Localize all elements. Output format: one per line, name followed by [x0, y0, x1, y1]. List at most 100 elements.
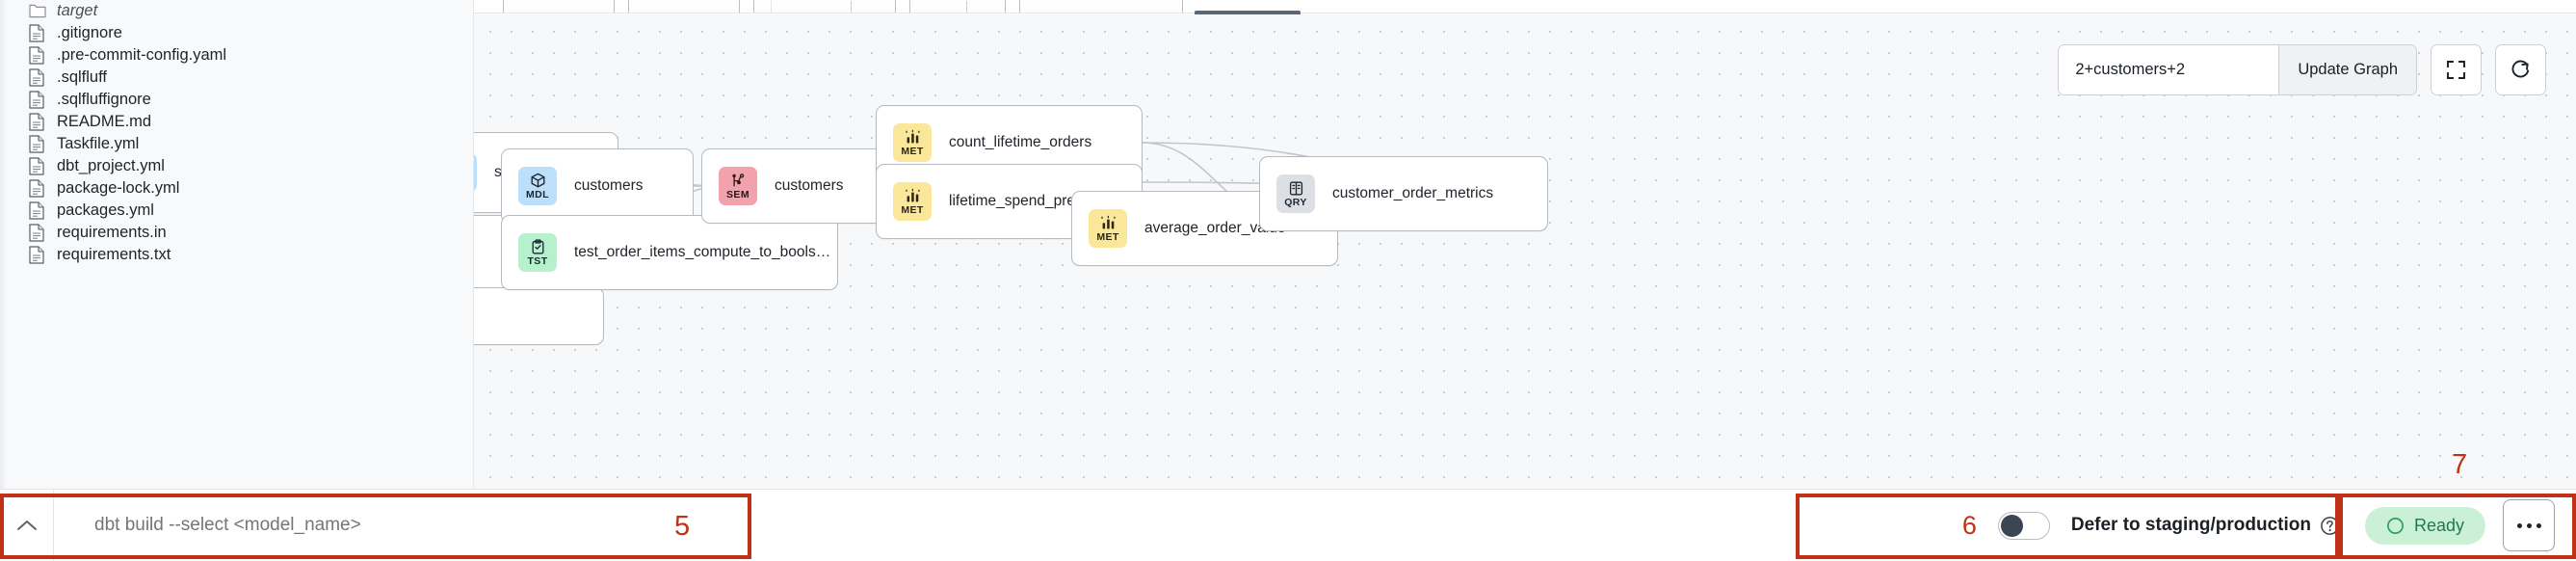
- file-icon: [29, 46, 50, 65]
- graph-node-label: lifetime_spend_pretax: [949, 193, 1095, 209]
- editor-tab[interactable]: [628, 0, 740, 13]
- file-icon: [29, 24, 44, 42]
- defer-control-group: 6 Defer to staging/production: [1941, 490, 2340, 561]
- file-tree-item-label: package-lock.yml: [57, 179, 180, 198]
- expand-terminal-button[interactable]: [0, 489, 54, 561]
- graph-node-label: customer_order_metrics: [1332, 185, 1494, 201]
- node-type-badge: MDL: [474, 153, 477, 192]
- file-tree-item[interactable]: Taskfile.yml: [0, 133, 473, 155]
- editor-tab[interactable]: [909, 0, 1006, 13]
- node-type-badge: MET: [893, 182, 932, 221]
- chart-icon: [905, 188, 919, 202]
- graph-node-label: customers: [574, 177, 644, 194]
- file-icon: [29, 135, 50, 153]
- file-tree-item[interactable]: .sqlfluff: [0, 67, 473, 89]
- file-tree-item[interactable]: requirements.in: [0, 222, 473, 244]
- file-explorer-panel: target .gitignore .pre-commit-config.yaml.…: [0, 0, 474, 489]
- file-icon: [29, 224, 44, 242]
- status-badge-label: Ready: [2413, 515, 2464, 535]
- file-icon: [29, 246, 44, 264]
- node-type-text: MET: [901, 145, 924, 157]
- node-type-text: SEM: [726, 188, 749, 200]
- file-icon: [29, 179, 44, 198]
- status-area: Ready: [2340, 490, 2576, 561]
- ellipsis-dot: [2536, 522, 2541, 528]
- file-tree-item-label: .gitignore: [57, 24, 122, 42]
- explorer-gutter: [0, 0, 7, 489]
- tab-strip-separator: [771, 0, 772, 13]
- file-tree-item[interactable]: package-lock.yml: [0, 177, 473, 200]
- graph-node[interactable]: QRY customer_order_metrics: [1259, 156, 1548, 231]
- file-tree-item[interactable]: target: [0, 0, 473, 22]
- refresh-button[interactable]: [2495, 44, 2546, 95]
- file-icon: [29, 157, 44, 175]
- file-icon: [29, 46, 44, 65]
- node-type-text: MET: [1096, 230, 1119, 243]
- more-options-button[interactable]: [2503, 499, 2555, 551]
- file-tree-item-label: requirements.txt: [57, 246, 171, 264]
- node-type-text: TST: [527, 254, 548, 267]
- annotation-number-6-inline: 6: [1961, 510, 1977, 540]
- graph-node-label: count_lifetime_orders: [949, 134, 1092, 150]
- file-icon: [29, 246, 50, 264]
- file-tree-item[interactable]: dbt_project.yml: [0, 155, 473, 177]
- graph-node[interactable]: [474, 287, 604, 345]
- node-type-text: MDL: [526, 188, 549, 200]
- circle-icon: [2387, 517, 2404, 534]
- file-tree-item[interactable]: packages.yml: [0, 200, 473, 222]
- chevron-up-icon: [16, 521, 37, 530]
- graph-canvas[interactable]: MDLstg_customersMDLordersMDLcustomersTST…: [474, 14, 2576, 489]
- file-tree-item[interactable]: .pre-commit-config.yaml: [0, 44, 473, 67]
- file-tree-item-label: .pre-commit-config.yaml: [57, 46, 227, 65]
- file-icon: [29, 91, 44, 109]
- graph-query-group: Update Graph: [2058, 44, 2417, 95]
- tab-close-divider: [966, 1, 967, 13]
- defer-label: Defer to staging/production: [2070, 515, 2311, 535]
- status-badge[interactable]: Ready: [2364, 506, 2485, 545]
- defer-help-button[interactable]: [2320, 516, 2340, 536]
- file-icon: [29, 224, 50, 242]
- file-icon: [29, 179, 50, 198]
- refresh-icon: [2511, 60, 2530, 78]
- file-icon: [29, 113, 44, 131]
- defer-toggle[interactable]: [1997, 511, 2050, 540]
- file-tree-item[interactable]: README.md: [0, 111, 473, 133]
- file-tree-item[interactable]: .gitignore: [0, 22, 473, 44]
- graph-query-input[interactable]: [2059, 45, 2279, 94]
- file-tree-item-label: dbt_project.yml: [57, 157, 165, 175]
- file-tree-item-label: README.md: [57, 113, 152, 131]
- node-type-badge: MET: [893, 123, 932, 162]
- lineage-graph-panel: MDLstg_customersMDLordersMDLcustomersTST…: [474, 0, 2576, 489]
- defer-toggle-knob: [2000, 514, 2023, 537]
- semantic-icon: [731, 174, 744, 187]
- file-tree-item-label: .sqlfluffignore: [57, 91, 151, 109]
- graph-toolbar: Update Graph: [2058, 44, 2546, 95]
- fullscreen-button[interactable]: [2431, 44, 2482, 95]
- file-icon: [29, 157, 50, 175]
- file-icon: [29, 135, 44, 153]
- file-tree-item[interactable]: requirements.txt: [0, 244, 473, 266]
- ellipsis-dot: [2516, 522, 2522, 528]
- node-type-text: QRY: [1284, 196, 1307, 208]
- file-icon: [29, 24, 50, 42]
- editor-tab[interactable]: [753, 0, 896, 13]
- file-tree-item[interactable]: .sqlfluffignore: [0, 89, 473, 111]
- node-type-badge: QRY: [1276, 174, 1315, 213]
- update-graph-button[interactable]: Update Graph: [2278, 45, 2416, 94]
- command-input[interactable]: [54, 515, 690, 536]
- file-icon: [29, 113, 50, 131]
- clipboard-icon: [532, 239, 543, 254]
- help-circle-icon: [2321, 516, 2339, 535]
- editor-tab[interactable]: [503, 0, 615, 13]
- file-icon: [29, 91, 50, 109]
- node-type-badge: TST: [518, 233, 557, 272]
- editor-tab[interactable]: [1019, 0, 1183, 13]
- file-tree-item-label: .sqlfluff: [57, 68, 107, 87]
- graph-node[interactable]: MDL customers: [501, 148, 694, 224]
- editor-tab-strip: [474, 0, 2576, 15]
- expand-icon: [2447, 61, 2465, 79]
- tab-close-divider: [851, 1, 852, 13]
- chart-icon: [905, 129, 919, 144]
